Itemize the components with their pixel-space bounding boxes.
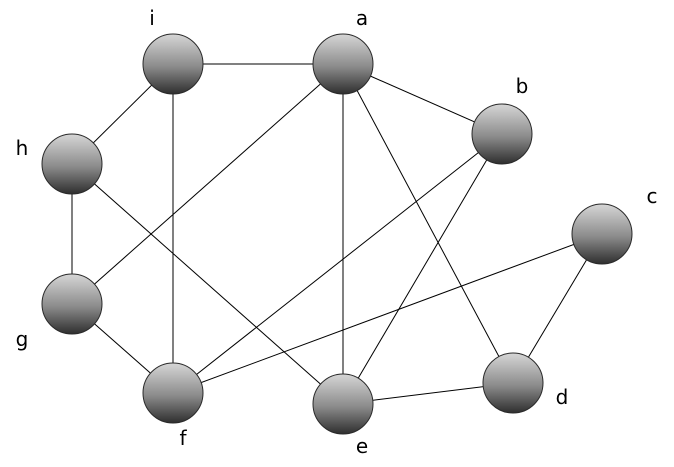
- node-label-e: e: [356, 434, 368, 458]
- node-label-i: i: [149, 6, 155, 30]
- node-label-g: g: [16, 327, 29, 351]
- labels-layer: i a b c h g f e d: [16, 6, 658, 458]
- node-a: [312, 33, 374, 95]
- node-b: [471, 103, 533, 165]
- node-label-h: h: [16, 136, 29, 160]
- node-h: [41, 133, 103, 195]
- node-label-c: c: [647, 184, 658, 208]
- node-c: [571, 203, 633, 265]
- edge-h-e: [71, 163, 344, 405]
- node-label-d: d: [556, 385, 569, 409]
- edge-a-g: [71, 63, 344, 305]
- node-d: [482, 352, 544, 414]
- edge-a-d: [342, 63, 514, 384]
- nodes-layer: [41, 33, 633, 435]
- edge-b-e: [342, 133, 503, 405]
- node-label-a: a: [356, 6, 368, 30]
- node-g: [41, 273, 103, 335]
- node-label-f: f: [179, 426, 187, 450]
- node-i: [142, 33, 204, 95]
- edge-c-f: [172, 233, 603, 394]
- edge-b-f: [172, 133, 503, 394]
- node-label-b: b: [516, 74, 529, 98]
- node-e: [312, 373, 374, 435]
- node-f: [142, 362, 204, 424]
